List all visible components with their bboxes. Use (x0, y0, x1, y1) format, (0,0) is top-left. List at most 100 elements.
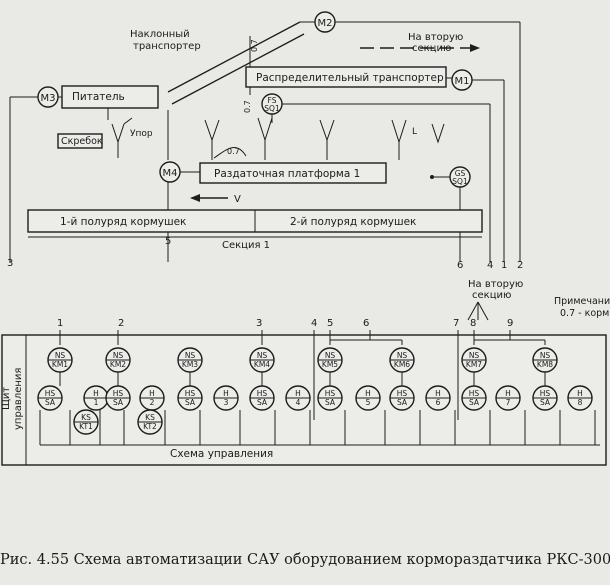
lamp-h3-text-1: 3 (224, 398, 229, 407)
hs-sa-6-text-0: HS (397, 389, 408, 398)
inclined-label-2: транспортер (133, 41, 201, 52)
ploughs (204, 117, 445, 160)
wire-3: 3 (7, 258, 13, 269)
hs-sa-3-text-1: SA (185, 398, 196, 407)
fs-sq1-label: SQ1 (264, 104, 280, 113)
lamp-h4-text-1: 4 (296, 398, 301, 407)
value-0.7-a: 0.7 (250, 39, 259, 52)
fs-label: FS (268, 96, 277, 105)
section-label: Секция 1 (222, 240, 270, 251)
lamp-h4-text-0: H (295, 389, 301, 398)
ns-km8-text-1: KM8 (537, 360, 553, 369)
scraper-label: Скребок (61, 136, 103, 147)
lamp-h8-text-1: 8 (578, 398, 583, 407)
ns-km1-text-0: NS (55, 351, 66, 360)
ks-kt1-text-0: KS (81, 413, 91, 422)
top-second-section-2: секцию (412, 43, 451, 54)
panel-wire-6: 6 (363, 318, 369, 329)
ns-km2-text-0: NS (113, 351, 124, 360)
lamp-h6: H6 (425, 385, 451, 411)
feeder-label: Питатель (72, 91, 125, 103)
ks-kt1-text-1: KT1 (79, 422, 93, 431)
wire-6: 6 (457, 260, 463, 271)
top-second-section-1: На вторую (408, 32, 463, 43)
lamp-h7-text-0: H (505, 389, 511, 398)
ns-km5-text-1: KM5 (322, 360, 338, 369)
gs-sq1-label: SQ1 (452, 177, 468, 186)
wire-4: 4 (487, 260, 493, 271)
hs-sa-7-text-0: HS (469, 389, 480, 398)
value-0.7-b: 0.7 (243, 100, 252, 113)
lamp-h1: H1 (83, 385, 109, 411)
distributor-conveyor (245, 66, 447, 88)
panel-wire-2: 2 (118, 318, 124, 329)
panel-wire-numbers: 1 2 3 4 5 6 7 8 9 (57, 318, 513, 329)
panel-shield-1: Щит (1, 387, 12, 410)
scheme-label: Схема управления (170, 448, 273, 460)
lamp-h2-text-1: 2 (150, 398, 155, 407)
panel-wire-8: 8 (470, 318, 476, 329)
lamp-h2: H2 (139, 385, 165, 411)
motor-m1-label: M1 (455, 76, 470, 87)
value-0.7-c: 0.7 (227, 147, 240, 156)
wire-5: 5 (165, 236, 171, 247)
figure-caption: Рис. 4.55 Схема автоматизации САУ оборуд… (0, 552, 610, 568)
panel-wire-5: 5 (327, 318, 333, 329)
distribution-platform (199, 162, 387, 184)
ns-km5-text-0: NS (325, 351, 336, 360)
ks-kt2-text-1: KT2 (143, 422, 157, 431)
motor-m4-label: M4 (163, 168, 178, 179)
note-value: 0.7 - корм (560, 308, 609, 319)
lamp-h6-text-1: 6 (436, 398, 441, 407)
wire-1: 1 (501, 260, 507, 271)
hs-sa-2-text-1: SA (113, 398, 124, 407)
hs-sa-8-text-1: SA (540, 398, 551, 407)
hs-sa-5-text-0: HS (325, 389, 336, 398)
ns-km3-text-1: KM3 (182, 360, 198, 369)
distributor-label: Распределительный транспортер (256, 72, 444, 84)
stop-label: Упор (130, 129, 153, 139)
hs-sa-1-text-1: SA (45, 398, 56, 407)
lamp-h1-text-0: H (93, 389, 99, 398)
ns-km2-text-1: KM2 (110, 360, 126, 369)
panel-wire-7: 7 (453, 318, 459, 329)
note-label: Примечание (554, 296, 610, 307)
hs-sa-8-text-0: HS (540, 389, 551, 398)
motor-m2-label: M2 (318, 18, 333, 29)
ns-km7-text-0: NS (469, 351, 480, 360)
hs-h-row: HSSAH1HSSAH2HSSAH3HSSAH4HSSAH5HSSAH6HSSA… (37, 372, 593, 411)
scraper-box (57, 133, 103, 149)
row1-label: 1-й полуряд кормушек (60, 216, 186, 228)
panel-wire-3: 3 (256, 318, 262, 329)
inclined-label-1: Наклонный (130, 29, 190, 40)
lamp-h8-text-0: H (577, 389, 583, 398)
wire-2: 2 (517, 260, 523, 271)
ns-km8-text-0: NS (540, 351, 551, 360)
lamp-h2-text-0: H (149, 389, 155, 398)
hs-sa-3-text-0: HS (185, 389, 196, 398)
bus-drops (39, 410, 596, 445)
panel-wire-1: 1 (57, 318, 63, 329)
ns-km6-text-0: NS (397, 351, 408, 360)
lamp-h3: H3 (213, 385, 239, 411)
hs-sa-2-text-0: HS (113, 389, 124, 398)
ns-km3-text-0: NS (185, 351, 196, 360)
hs-sa-5-text-1: SA (325, 398, 336, 407)
